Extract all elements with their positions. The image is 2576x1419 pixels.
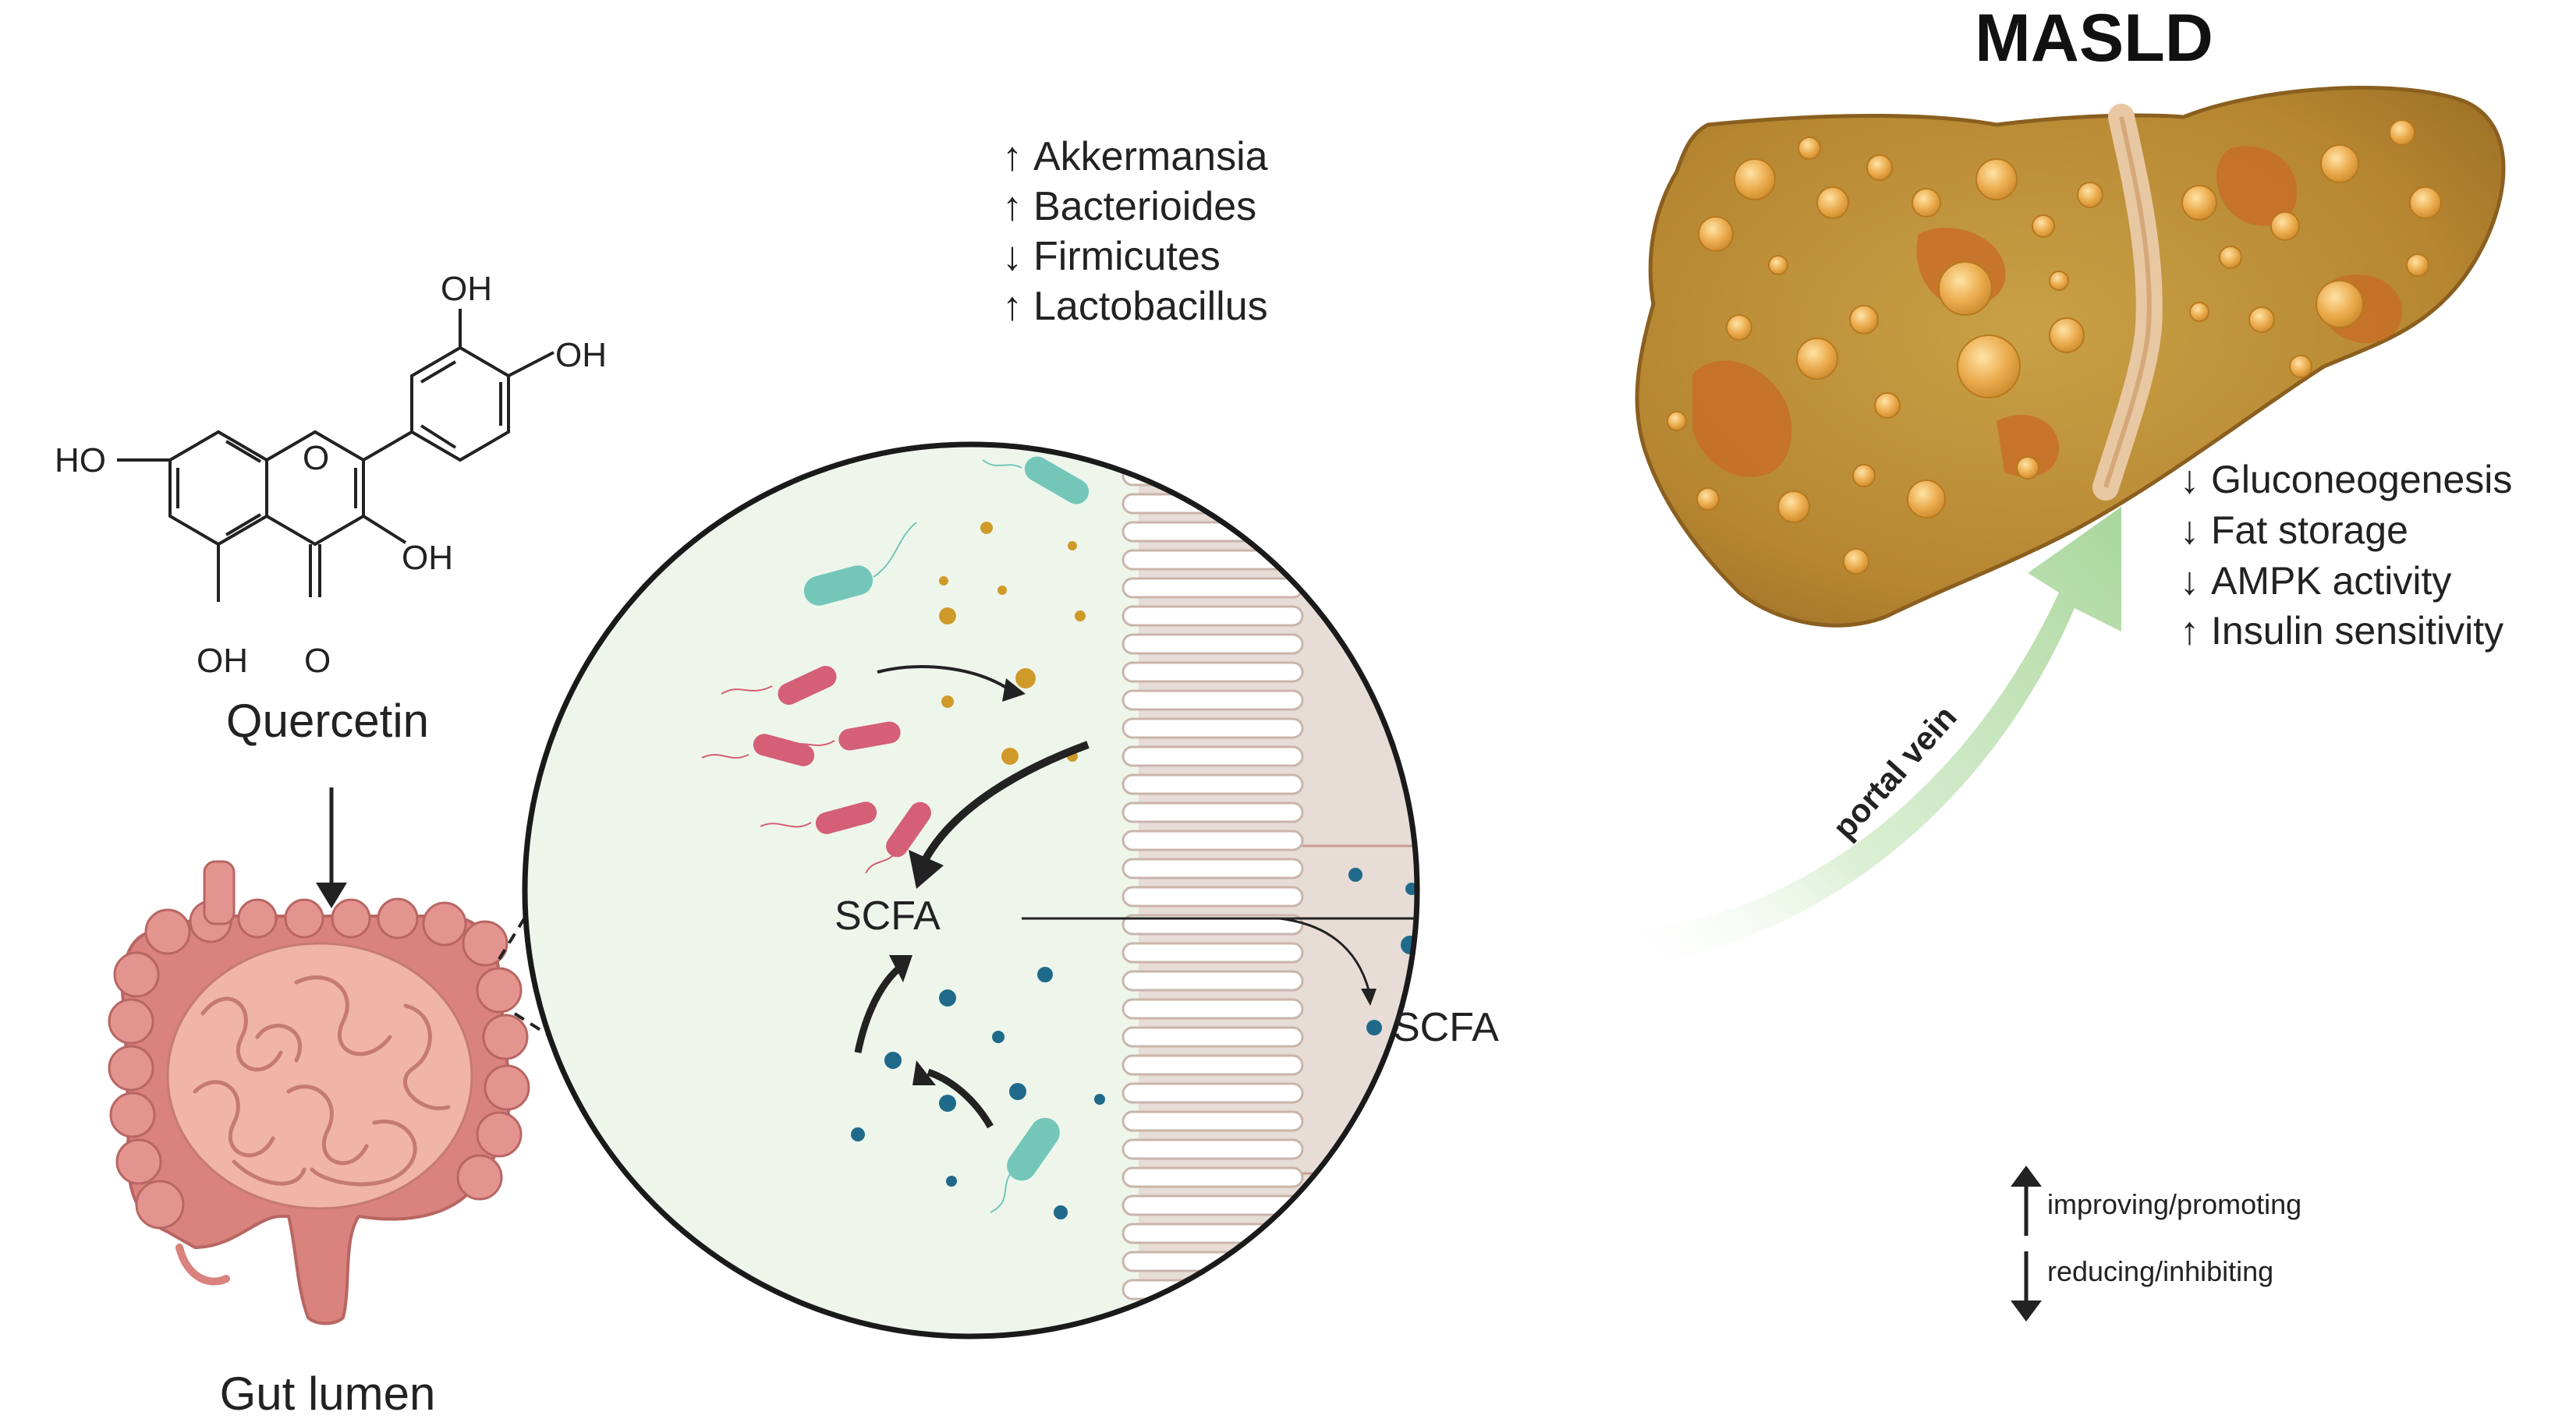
gut-illustration — [108, 860, 530, 1325]
metabolic-effects-list: ↓ Gluconeogenesis ↓ Fat storage ↓ AMPK a… — [2180, 458, 2512, 653]
quercetin-label: Quercetin — [226, 695, 429, 747]
quercetin-atom-labels: OH OH HO OH OH O O — [55, 270, 607, 680]
effect-arrow-3: ↑ — [2180, 609, 2199, 653]
oh-label-c3: OH — [402, 539, 453, 577]
microbiota-name-1: Bacterioides — [1033, 184, 1256, 229]
legend-up-arrow-icon — [2011, 1166, 2042, 1236]
legend-up-label: improving/promoting — [2047, 1188, 2301, 1220]
microbiota-arrow-3: ↑ — [1002, 284, 1022, 329]
portal-vein-arrow — [1622, 507, 2121, 967]
oh-label-a5: OH — [197, 642, 248, 680]
intestinal-magnifier — [522, 441, 1420, 1339]
microbiota-arrow-0: ↑ — [1002, 134, 1022, 179]
legend: improving/promoting reducing/inhibiting — [2011, 1166, 2301, 1322]
legend-down-arrow-icon — [2011, 1251, 2042, 1322]
quercetin-to-gut-arrow — [316, 787, 347, 908]
scfa-lumen-label: SCFA — [834, 894, 941, 939]
teal-bacteria — [803, 456, 1090, 1181]
effect-text-1: Fat storage — [2211, 508, 2408, 552]
carbonyl-oxygen-label: O — [304, 642, 331, 680]
microbiota-arrow-1: ↑ — [1002, 184, 1022, 229]
lumen-scfa-particles — [851, 967, 1105, 1219]
effect-arrow-1: ↓ — [2180, 508, 2199, 552]
microbiota-name-2: Firmicutes — [1033, 234, 1221, 279]
fermentation-arrows — [877, 665, 1012, 692]
ho-label-a7: HO — [55, 441, 106, 479]
gut-lumen-label: Gut lumen — [220, 1368, 436, 1419]
red-bacteria — [753, 666, 931, 858]
effect-arrow-0: ↓ — [2180, 458, 2199, 501]
microbiota-name-0: Akkermansia — [1033, 134, 1268, 179]
oh-label-b3: OH — [441, 270, 492, 308]
effect-arrow-2: ↓ — [2180, 559, 2199, 603]
effect-text-2: AMPK activity — [2211, 559, 2451, 603]
microbiota-name-3: Lactobacillus — [1033, 284, 1268, 329]
microbiota-changes-list: ↑ Akkermansia ↑ Bacterioides ↓ Firmicute… — [1002, 134, 1268, 329]
gold-particles — [939, 522, 1086, 765]
masld-title: MASLD — [1975, 1, 2213, 76]
quercetin-structure — [117, 309, 555, 602]
legend-down-label: reducing/inhibiting — [2047, 1255, 2273, 1287]
effect-text-3: Insulin sensitivity — [2211, 609, 2503, 653]
oh-label-b4: OH — [555, 336, 607, 374]
microbiota-arrow-2: ↓ — [1002, 234, 1022, 279]
effect-text-0: Gluconeogenesis — [2211, 458, 2512, 501]
scfa-tissue-label: SCFA — [1393, 1005, 1499, 1050]
ring-oxygen-label: O — [303, 439, 329, 477]
fatty-liver-illustration — [1635, 86, 2506, 628]
